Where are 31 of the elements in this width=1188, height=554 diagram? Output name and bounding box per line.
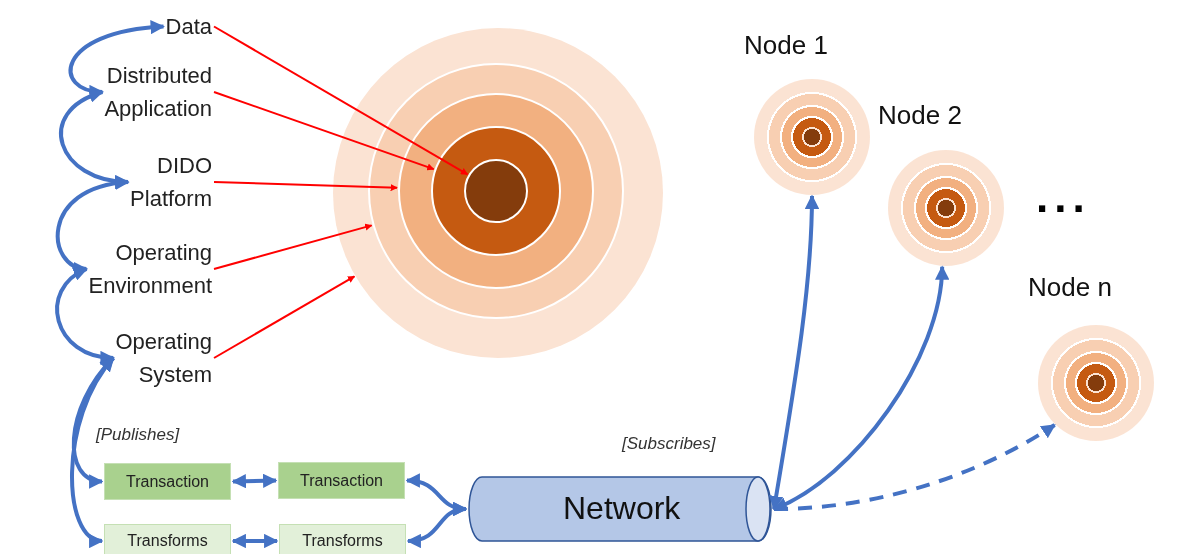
- arrow: [213, 91, 435, 171]
- double-arrow: [68, 20, 165, 98]
- ring-shape: [464, 159, 528, 223]
- double-arrow: [772, 265, 949, 511]
- process-box: Transaction: [104, 463, 231, 500]
- double-arrow: [769, 194, 819, 511]
- node-label: Network: [563, 490, 681, 527]
- node-heading: Node 1: [744, 30, 828, 61]
- node-heading: Node 2: [878, 100, 962, 131]
- layer-label: Data: [165, 10, 212, 43]
- ellipsis-mark: ...: [1036, 172, 1091, 222]
- double-arrow: [55, 267, 115, 364]
- arrow: [213, 25, 469, 176]
- double-arrow: [406, 503, 468, 548]
- annotation-text: [Publishes]: [96, 425, 180, 445]
- node-heading: Node n: [1028, 272, 1112, 303]
- layer-label: Operating Environment: [88, 236, 212, 302]
- layer-label: Distributed Application: [104, 59, 212, 125]
- layer-label: Operating System: [115, 325, 212, 391]
- layer-label: DIDO Platform: [130, 149, 212, 215]
- process-box: Transaction: [278, 462, 405, 499]
- double-arrow: [231, 533, 279, 549]
- arrow: [213, 223, 373, 270]
- annotation-text: [Subscribes]: [622, 434, 716, 454]
- process-box: Transforms: [104, 524, 231, 554]
- process-box: Transforms: [279, 524, 406, 554]
- double-arrow: [70, 356, 115, 545]
- arrow: [773, 423, 1056, 511]
- arrow: [213, 181, 399, 192]
- double-arrow: [231, 473, 278, 489]
- arrow: [213, 275, 356, 359]
